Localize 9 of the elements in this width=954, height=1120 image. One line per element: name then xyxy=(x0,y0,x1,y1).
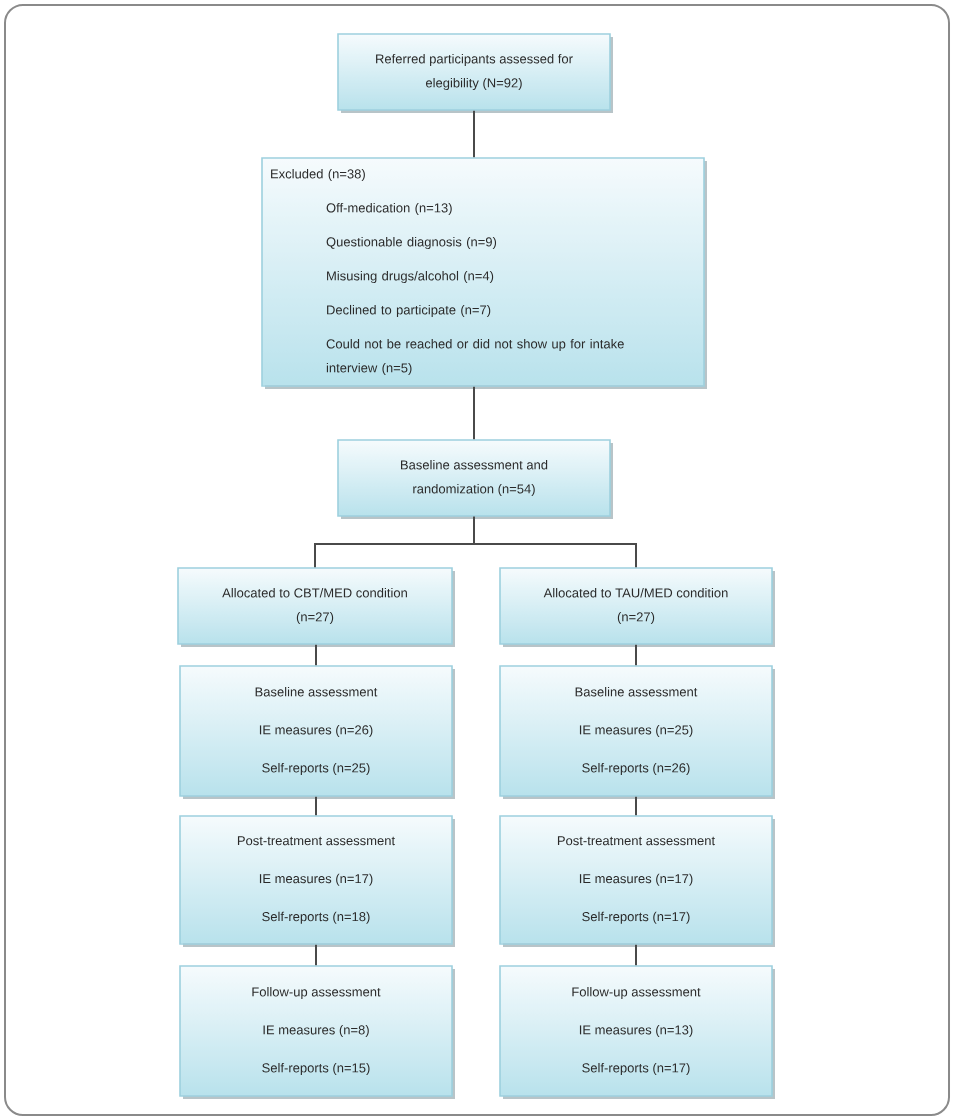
connector-line xyxy=(635,795,637,817)
connector-line xyxy=(315,643,317,667)
connector-line xyxy=(473,109,475,159)
connector-line xyxy=(473,515,637,569)
connector-line xyxy=(635,943,637,967)
connector-line xyxy=(315,943,317,967)
connector-line xyxy=(315,795,317,817)
connector-line xyxy=(635,643,637,667)
connector-line xyxy=(473,385,475,441)
